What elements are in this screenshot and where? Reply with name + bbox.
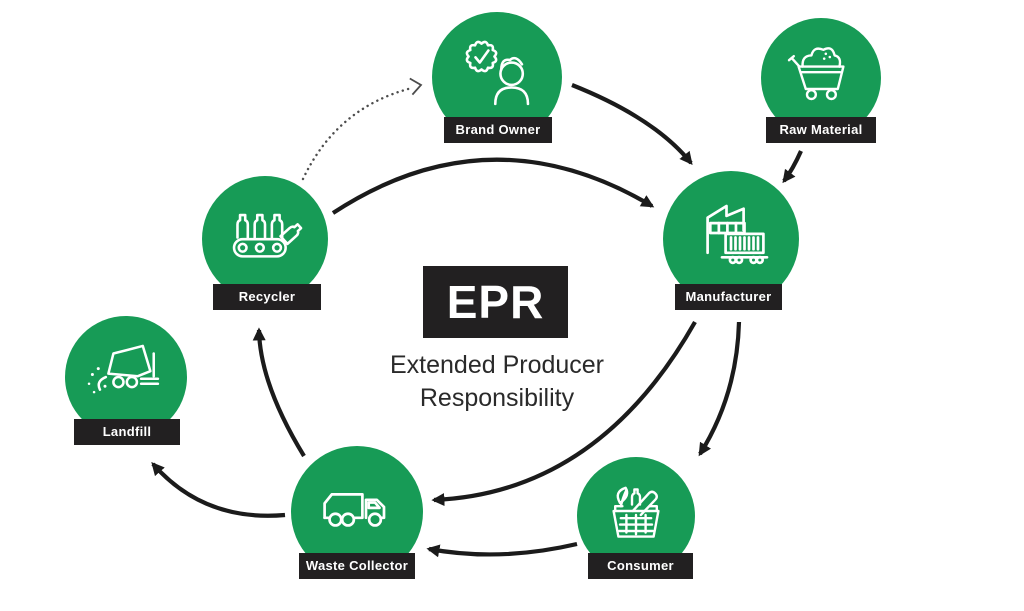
label-manufacturer: Manufacturer: [675, 284, 782, 310]
arrow-waste-collector-to-recycler: [252, 327, 306, 458]
arrow-recycler-to-brand-owner-dotted: [301, 86, 414, 181]
label-waste-collector: Waste Collector: [299, 553, 415, 579]
epr-subtitle: Extended Producer Responsibility: [389, 351, 605, 412]
epr-abbreviation: EPR: [446, 276, 545, 328]
label-raw-material: Raw Material: [766, 117, 876, 143]
epr-title-box: EPR: [423, 266, 568, 338]
label-consumer: Consumer: [588, 553, 693, 579]
label-brand-owner: Brand Owner: [444, 117, 552, 143]
arrow-brand-owner-to-manufacturer: [571, 83, 693, 166]
shopping-basket-icon: [612, 486, 660, 538]
factory-container-icon: [706, 204, 769, 265]
badge-person-icon: [465, 40, 530, 106]
label-landfill: Landfill: [74, 419, 180, 445]
node-landfill: [65, 316, 187, 438]
garbage-truck-icon: [323, 493, 386, 527]
conveyor-bottles-icon: [232, 213, 303, 258]
arrow-waste-collector-to-landfill: [151, 462, 286, 518]
arrow-consumer-to-waste-collector: [426, 541, 578, 558]
arrow-manufacturer-to-consumer: [698, 321, 742, 457]
arrow-recycler-to-manufacturer: [331, 157, 655, 215]
label-recycler: Recycler: [213, 284, 321, 310]
arrow-raw-material-to-manufacturer: [782, 150, 803, 184]
node-recycler: [202, 176, 328, 302]
dump-truck-icon: [87, 344, 160, 394]
dotted-arrowhead: [409, 77, 423, 96]
material-cart-icon: [787, 47, 845, 101]
